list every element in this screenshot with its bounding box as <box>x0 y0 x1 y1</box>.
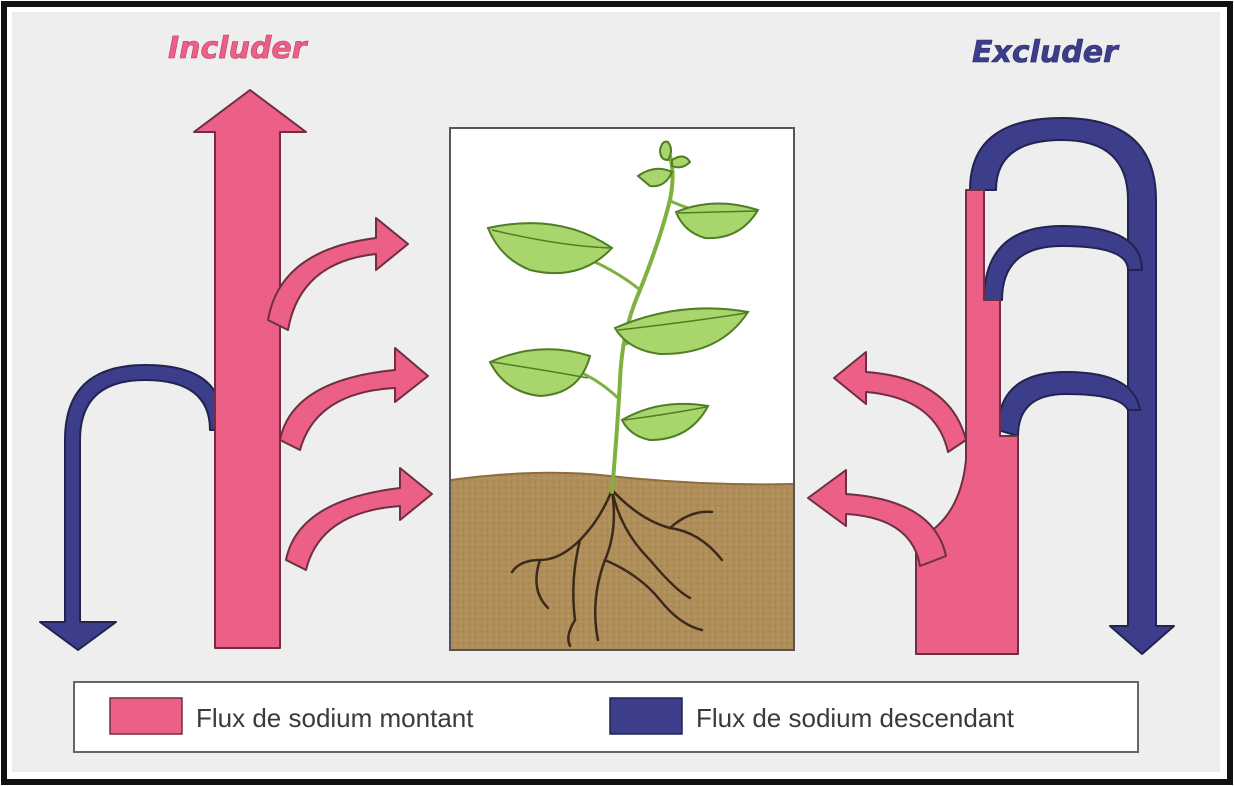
legend: Flux de sodium montant Flux de sodium de… <box>74 682 1138 752</box>
bud <box>660 142 671 160</box>
legend-swatch-up <box>110 698 182 734</box>
plant-panel <box>450 128 794 650</box>
legend-label-down: Flux de sodium descendant <box>696 703 1015 733</box>
includer-title: Includer <box>168 31 309 66</box>
legend-label-up: Flux de sodium montant <box>196 703 474 733</box>
legend-swatch-down <box>610 698 682 734</box>
excluder-title: Excluder <box>972 35 1120 70</box>
